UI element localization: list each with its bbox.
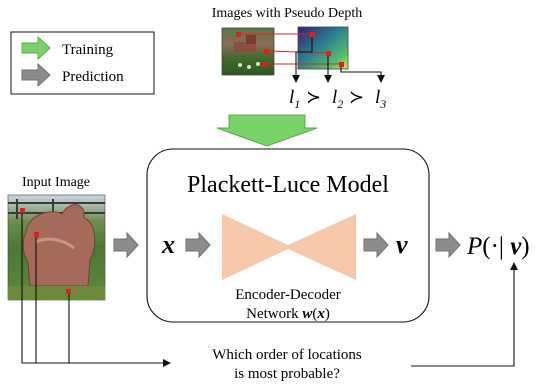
- sample-point-3: [262, 62, 267, 67]
- l3-label: l3: [375, 87, 386, 111]
- legend-box: [10, 31, 155, 95]
- question-to-probability-connector: [411, 262, 518, 367]
- l1-label: l1: [289, 87, 300, 111]
- l2-label: l2: [332, 87, 343, 111]
- training-down-arrow-icon: [216, 114, 318, 147]
- input-point-2: [34, 232, 39, 237]
- encoder-decoder-shape: [222, 214, 356, 280]
- input-image-label: Input Image: [22, 175, 90, 190]
- ordering-connectors: [292, 37, 385, 83]
- probability-expression: P(·| v): [466, 233, 530, 260]
- prediction-arrow-1-icon: [113, 231, 139, 259]
- legend: Training Prediction: [10, 31, 155, 95]
- plackett-luce-model-box: [146, 148, 430, 323]
- input-point-1: [20, 208, 25, 213]
- question-line-2: is most probable?: [234, 366, 340, 382]
- succ-symbol-2: ≻: [349, 87, 364, 107]
- model-title: Plackett-Luce Model: [187, 172, 389, 198]
- v-symbol: v: [396, 230, 408, 259]
- prediction-arrow-4-icon: [435, 231, 461, 259]
- encoder-decoder-label-line1: Encoder-Decoder: [235, 287, 340, 303]
- prediction-arrow-3-icon: [363, 231, 389, 259]
- legend-training-label: Training: [62, 42, 114, 58]
- succ-symbol-1: ≻: [306, 87, 321, 107]
- question-line-1: Which order of locations: [212, 347, 362, 363]
- training-arrow-icon: [21, 35, 51, 61]
- images-with-pseudo-depth-title: Images with Pseudo Depth: [212, 6, 362, 21]
- ranking-order: l1 ≻ l2 ≻ l3: [289, 87, 386, 111]
- legend-prediction-label: Prediction: [62, 69, 124, 85]
- input-point-connectors: [21, 213, 171, 367]
- input-point-3: [66, 289, 71, 294]
- prediction-arrow-2-icon: [185, 231, 211, 259]
- pseudo-depth-images: [221, 26, 349, 76]
- sample-point-1: [236, 32, 241, 37]
- x-symbol: x: [161, 230, 175, 259]
- encoder-decoder-label-line2: Network w(x): [246, 306, 330, 322]
- prediction-arrow-icon: [21, 62, 51, 88]
- sample-point-2: [264, 49, 269, 54]
